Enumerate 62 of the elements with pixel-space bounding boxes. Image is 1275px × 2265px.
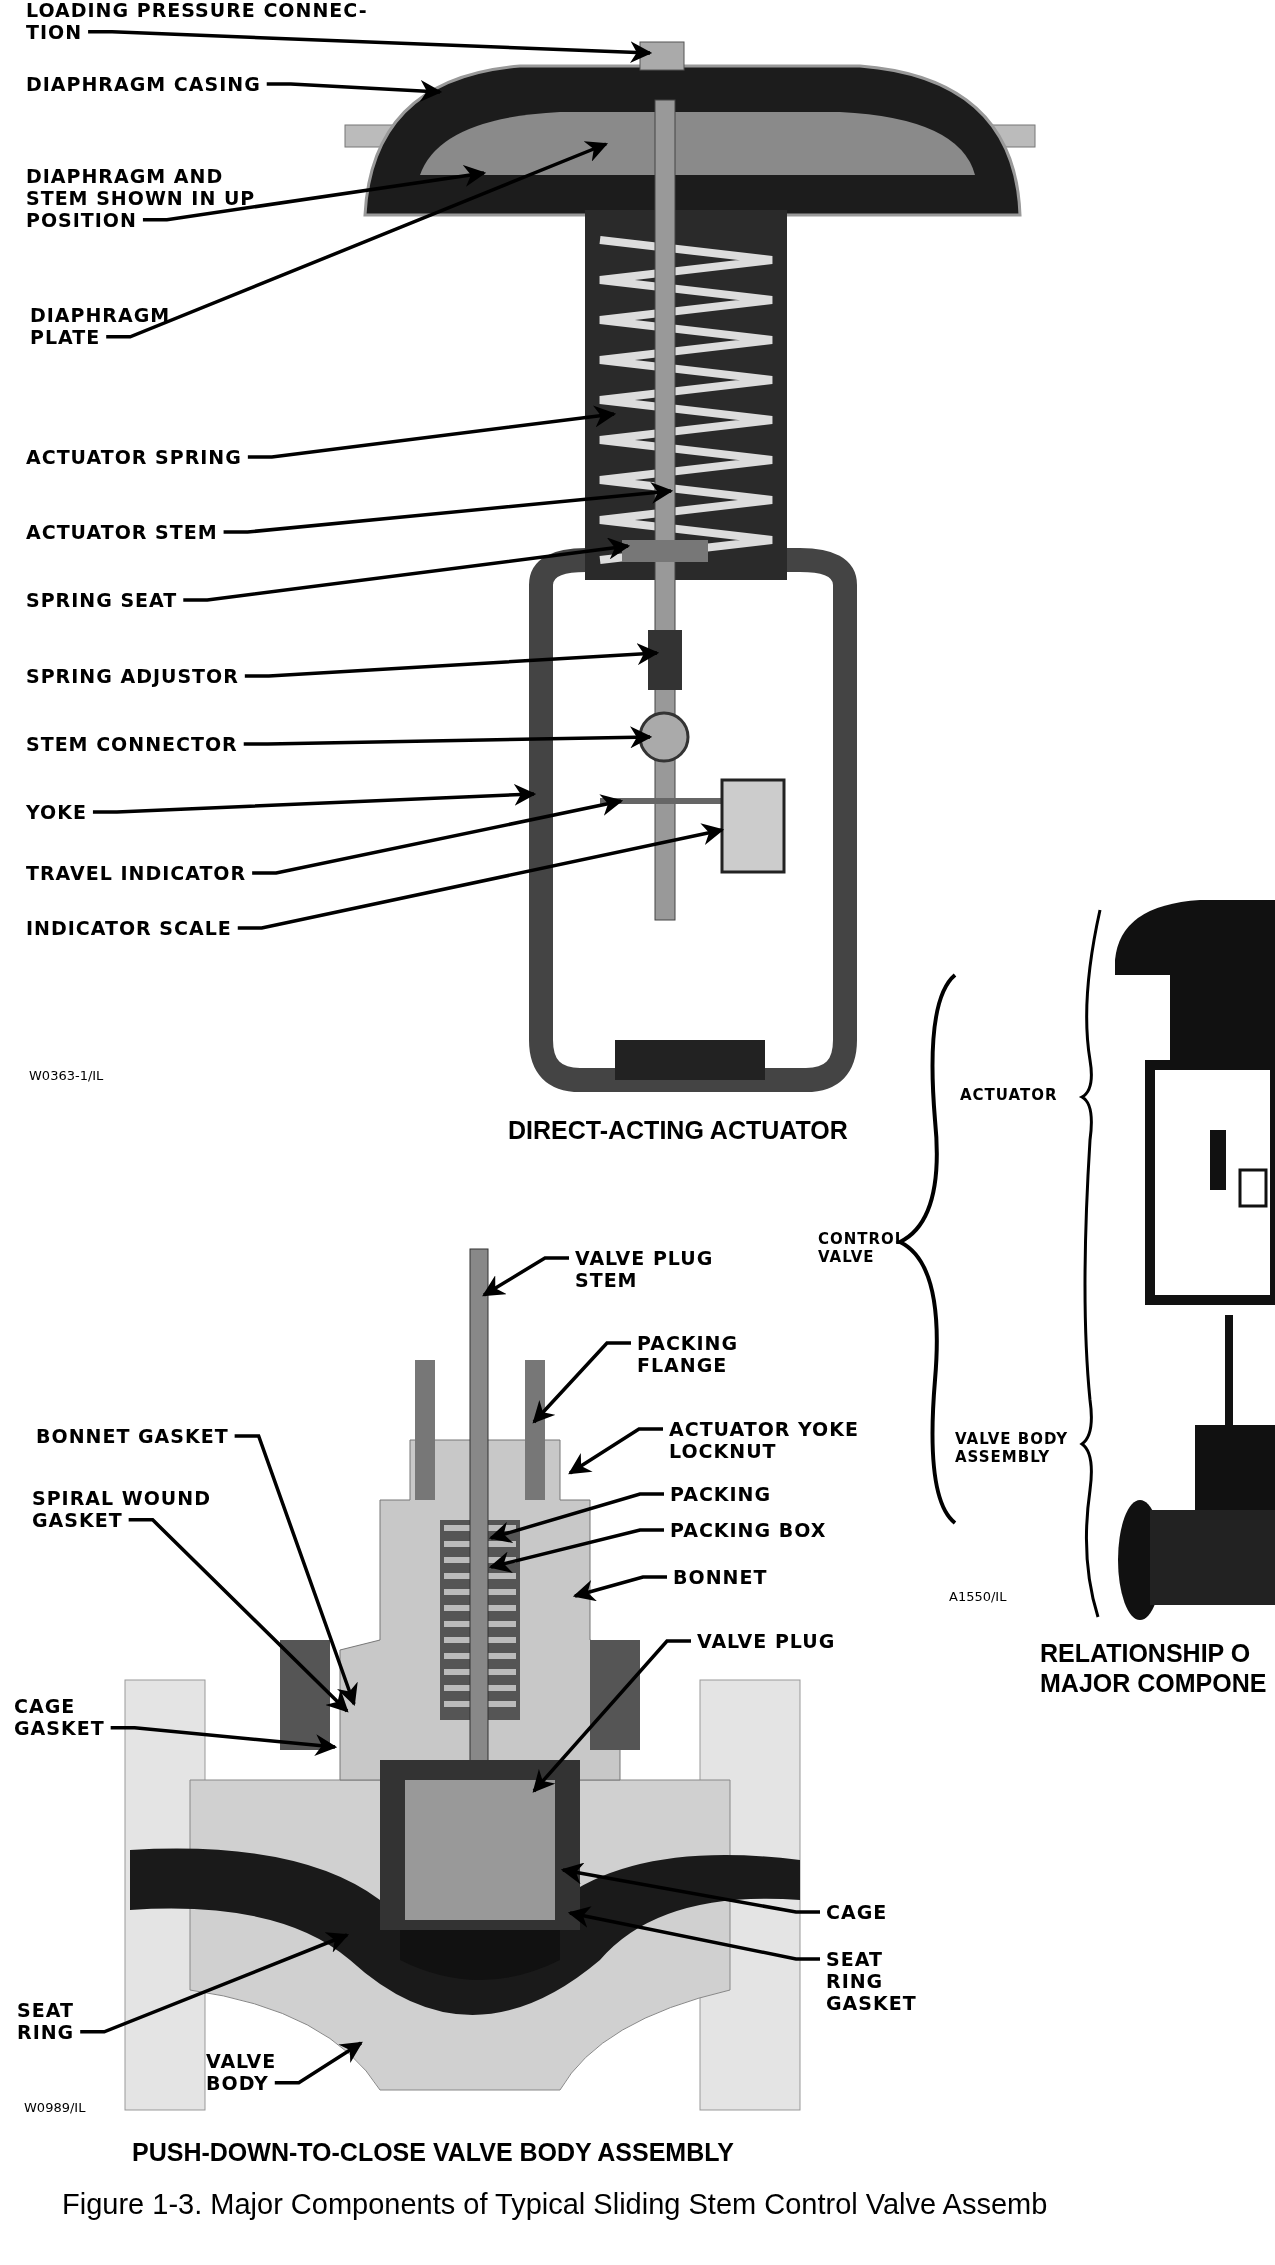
figure-caption: Figure 1-3. Major Components of Typical Sliding Stem Control Valve Assemb <box>62 2188 1048 2221</box>
callout-label: BONNET <box>673 1567 768 1589</box>
callout-label: YOKE <box>26 802 87 824</box>
group-label: ACTUATOR <box>960 1086 1058 1104</box>
leader-line <box>532 1341 631 1424</box>
leader-line <box>80 1932 350 2034</box>
leader-line <box>532 1639 691 1793</box>
leader-line <box>92 783 537 814</box>
leader-line <box>252 794 624 875</box>
leader-line <box>223 481 674 534</box>
leader-line <box>266 79 443 102</box>
callout-label: VALVE PLUG <box>697 1631 836 1653</box>
leader-line <box>234 1434 358 1707</box>
leader-line <box>247 405 617 459</box>
leader-line <box>106 141 609 339</box>
callout-label: INDICATOR SCALE <box>26 918 232 940</box>
leader-line <box>237 823 725 930</box>
leader-line <box>128 1518 349 1713</box>
callout-label: DIAPHRAGM AND STEM SHOWN IN UP POSITION <box>26 166 266 232</box>
leader-line <box>482 1256 569 1297</box>
leader-line <box>183 537 631 602</box>
callout-label: ACTUATOR SPRING <box>26 447 242 469</box>
figure-title: DIRECT-ACTING ACTUATOR <box>508 1115 848 1145</box>
figure-code: W0363-1/IL <box>29 1068 104 1084</box>
figure-code: W0989/IL <box>24 2100 86 2116</box>
leader-line <box>110 1726 338 1757</box>
callout-label: CAGE <box>826 1902 888 1924</box>
callout-label: STEM CONNECTOR <box>26 734 238 756</box>
leader-line <box>488 1492 664 1543</box>
callout-label: CAGE GASKET <box>14 1696 134 1740</box>
callout-label: PACKING BOX <box>670 1520 827 1542</box>
leader-line <box>274 2041 363 2085</box>
group-label: VALVE BODY ASSEMBLY <box>955 1430 1070 1466</box>
callout-label: SPRING SEAT <box>26 590 178 612</box>
callout-label: BONNET GASKET <box>36 1426 229 1448</box>
callout-label: SPIRAL WOUND GASKET <box>32 1488 262 1532</box>
callout-label: ACTUATOR STEM <box>26 522 218 544</box>
leader-line <box>572 1575 667 1602</box>
leader-line <box>88 30 653 64</box>
callout-label: PACKING <box>670 1484 772 1506</box>
figure-title: PUSH-DOWN-TO-CLOSE VALVE BODY ASSEMBLY <box>132 2137 734 2167</box>
leader-line <box>567 1906 820 1961</box>
leader-line <box>560 1862 820 1914</box>
figure-title: RELATIONSHIP O MAJOR COMPONE <box>1040 1638 1268 1698</box>
callout-label: SEAT RING GASKET <box>826 1949 926 2015</box>
leader-line <box>244 643 660 678</box>
leader-line <box>488 1528 664 1573</box>
callout-label: SPRING ADJUSTOR <box>26 666 239 688</box>
callout-label: VALVE BODY <box>206 2051 306 2095</box>
leader-line <box>568 1427 663 1475</box>
group-label: CONTROL VALVE <box>818 1230 907 1266</box>
callout-label: TRAVEL INDICATOR <box>26 863 247 885</box>
figure-code: A1550/IL <box>949 1589 1007 1605</box>
callout-label: DIAPHRAGM PLATE <box>30 305 200 349</box>
callout-label: LOADING PRESSURE CONNEC- TION <box>26 0 406 44</box>
callout-label: PACKING FLANGE <box>637 1333 787 1377</box>
callout-label: VALVE PLUG STEM <box>575 1248 765 1292</box>
callout-label: ACTUATOR YOKE LOCKNUT <box>669 1419 919 1463</box>
callout-label: SEAT RING <box>17 2000 107 2044</box>
leader-line <box>243 726 653 749</box>
leader-line <box>142 165 487 222</box>
callout-label: DIAPHRAGM CASING <box>26 74 261 96</box>
